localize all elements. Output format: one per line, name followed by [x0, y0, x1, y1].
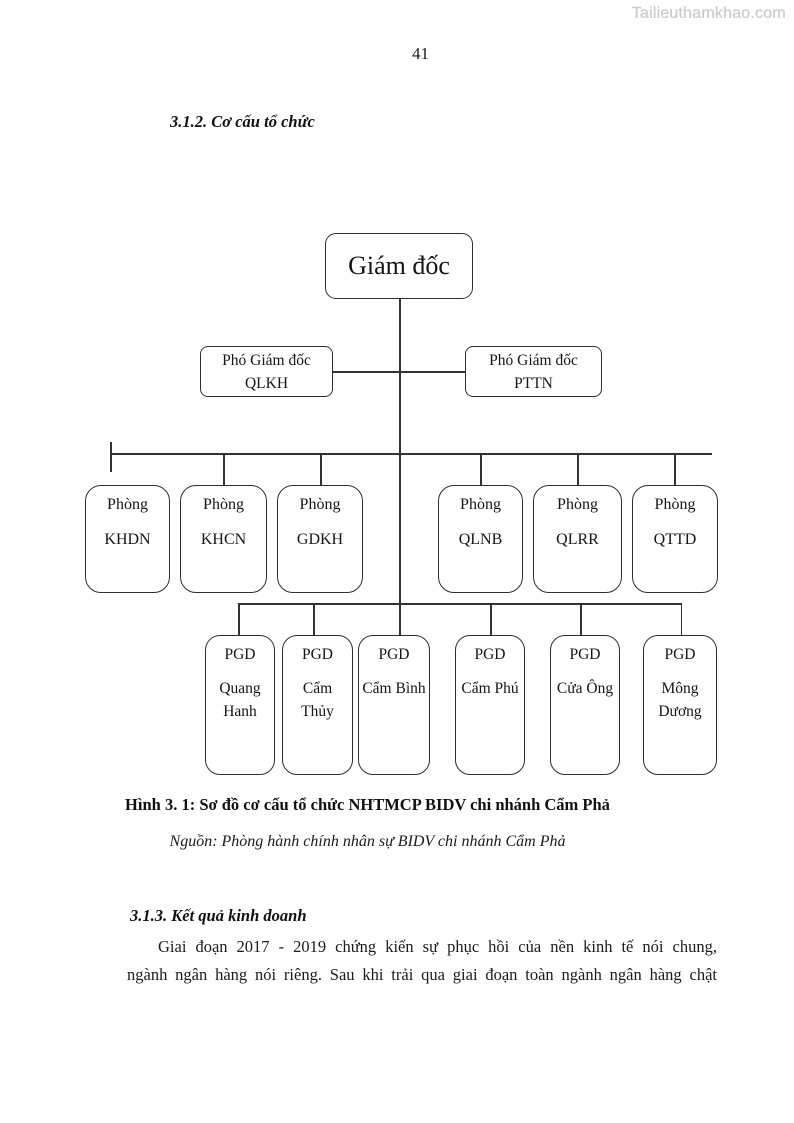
pgd-cam-thuy-title: PGD	[301, 646, 333, 663]
connector-drop-qttd	[674, 453, 676, 485]
department-box-qlrr: Phòng QLRR	[533, 485, 622, 593]
deputy-pttn-code: PTTN	[514, 374, 553, 392]
pgd-box-cua-ong: PGD Cửa Ông	[550, 635, 620, 775]
connector-drop-pgd-4	[490, 603, 492, 635]
body-paragraph-line-1: Giai đoạn 2017 - 2019 chứng kiến sự phục…	[158, 937, 717, 956]
department-qttd-title: Phòng	[654, 496, 696, 513]
deputy-box-pttn: Phó Giám đốc PTTN	[465, 346, 602, 397]
pgd-box-quang-hanh: PGD Quang Hanh	[205, 635, 275, 775]
connector-drop-qlnb	[480, 453, 482, 485]
pgd-quang-hanh-name: Quang Hanh	[219, 680, 261, 720]
department-khcn-title: Phòng	[203, 496, 244, 513]
department-qlrr-code: QLRR	[556, 531, 599, 548]
connector-pgd-horizontal	[238, 603, 682, 605]
department-gdkh-title: Phòng	[299, 496, 341, 513]
department-box-qttd: Phòng QTTD	[632, 485, 718, 593]
pgd-box-cam-binh: PGD Cẩm Bình	[358, 635, 430, 775]
pgd-cam-binh-title: PGD	[378, 646, 410, 663]
pgd-cam-phu-name: Cẩm Phú	[461, 680, 519, 697]
connector-drop-pgd-1	[238, 603, 240, 635]
pgd-quang-hanh-title: PGD	[224, 646, 256, 663]
pgd-cua-ong-title: PGD	[569, 646, 601, 663]
deputy-qlkh-code: QLKH	[244, 374, 289, 392]
figure-caption: Hình 3. 1: Sơ đồ cơ cấu tổ chức NHTMCP B…	[125, 795, 610, 814]
department-khdn-title: Phòng	[107, 496, 148, 513]
department-qlrr-title: Phòng	[557, 496, 598, 513]
watermark: Tailieuthamkhao.com	[631, 5, 786, 22]
deputy-pttn-title: Phó Giám đốc	[489, 351, 578, 369]
department-khdn-code: KHDN	[104, 531, 151, 548]
pgd-cam-phu-title: PGD	[474, 646, 506, 663]
connector-left-tick	[110, 442, 112, 472]
department-box-gdkh: Phòng GDKH	[277, 485, 363, 593]
department-gdkh-code: GDKH	[296, 531, 344, 548]
department-box-qlnb: Phòng QLNB	[438, 485, 523, 593]
section-heading-3-1-2: 3.1.2. Cơ cấu tổ chức	[170, 112, 315, 131]
deputy-qlkh-title: Phó Giám đốc	[222, 351, 311, 369]
director-box: Giám đốc	[325, 233, 473, 299]
connector-drop-pgd-6	[680, 603, 682, 635]
org-chart: Giám đốc Phó Giám đốc QLKH Phó Giám đốc …	[85, 233, 718, 775]
body-paragraph-line-2: ngành ngân hàng nói riêng. Sau khi trải …	[127, 965, 717, 984]
connector-drop-qlrr	[577, 453, 579, 485]
connector-drop-pgd-5	[580, 603, 582, 635]
department-qlnb-code: QLNB	[458, 531, 503, 548]
connector-drop-gdkh	[320, 453, 322, 485]
deputy-box-qlkh: Phó Giám đốc QLKH	[200, 346, 333, 397]
department-khcn-code: KHCN	[200, 531, 247, 548]
director-label: Giám đốc	[348, 251, 450, 280]
connector-departments-horizontal	[110, 453, 712, 455]
section-heading-3-1-3: 3.1.3. Kết quả kinh doanh	[130, 906, 307, 925]
pgd-mong-duong-name: Mông Dương	[658, 680, 702, 720]
connector-deputies-horizontal	[333, 371, 465, 373]
pgd-box-mong-duong: PGD Mông Dương	[643, 635, 717, 775]
pgd-box-cam-thuy: PGD Cẩm Thủy	[282, 635, 353, 775]
pgd-cam-binh-name: Cẩm Bình	[362, 680, 426, 697]
department-box-khcn: Phòng KHCN	[180, 485, 267, 593]
department-qttd-code: QTTD	[653, 531, 697, 548]
connector-center-vertical	[399, 299, 401, 635]
connector-drop-pgd-2	[313, 603, 315, 635]
connector-drop-khcn	[223, 453, 225, 485]
department-box-khdn: Phòng KHDN	[85, 485, 170, 593]
pgd-box-cam-phu: PGD Cẩm Phú	[455, 635, 525, 775]
pgd-cua-ong-name: Cửa Ông	[556, 680, 614, 697]
pgd-cam-thuy-name: Cẩm Thủy	[301, 680, 334, 720]
pgd-mong-duong-title: PGD	[664, 646, 696, 663]
department-qlnb-title: Phòng	[460, 496, 501, 513]
figure-source: Nguồn: Phòng hành chính nhân sự BIDV chi…	[169, 833, 566, 850]
page-number: 41	[412, 44, 429, 63]
